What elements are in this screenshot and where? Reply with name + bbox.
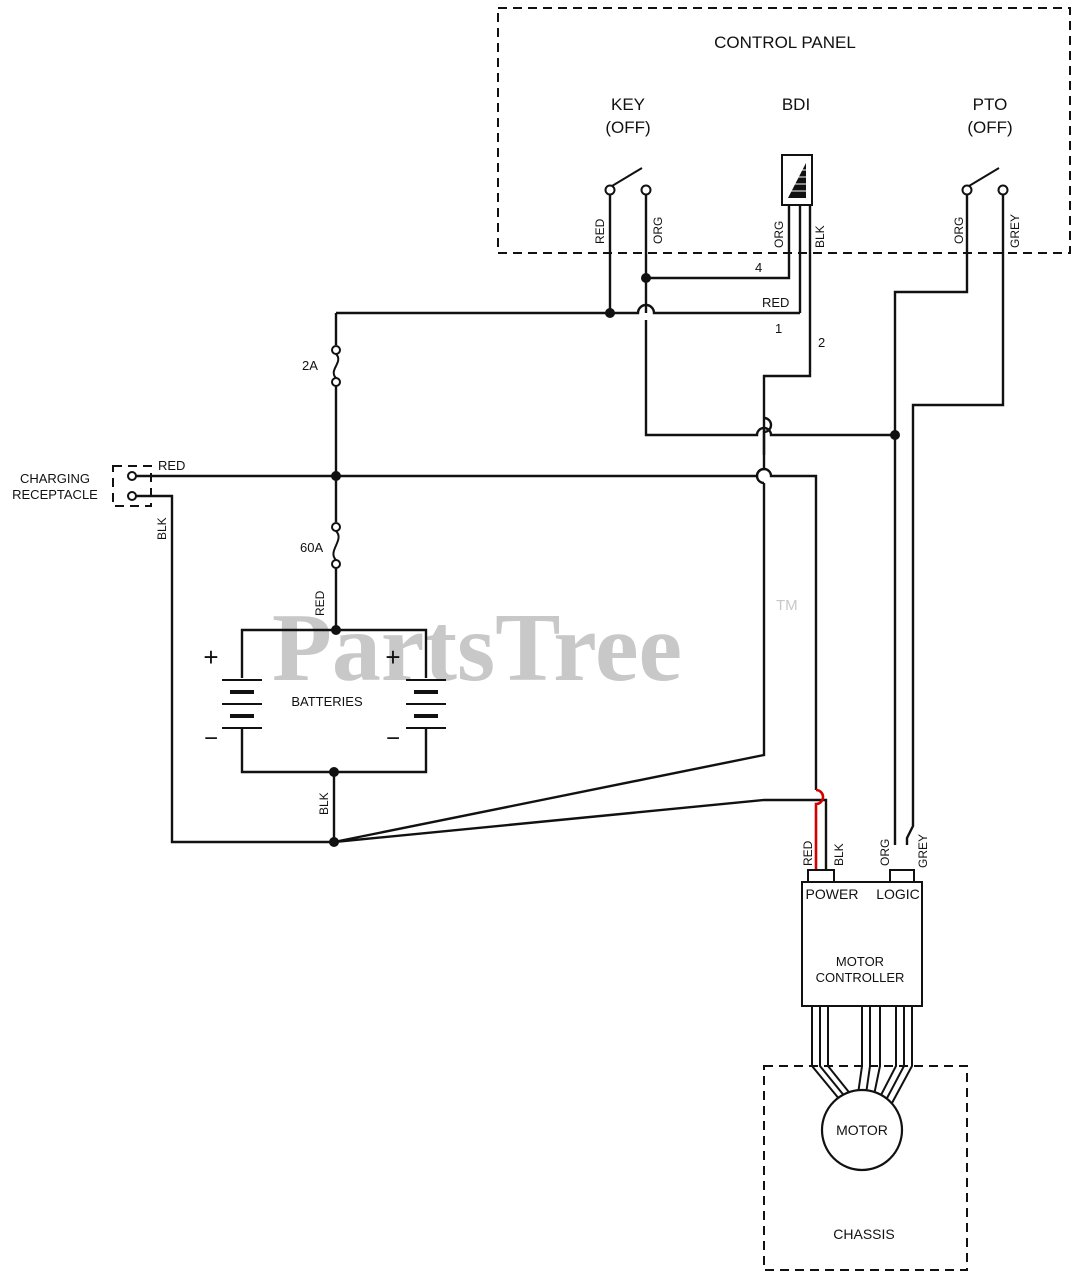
pto-grey-wire (905, 195, 1005, 845)
bdi-wire-2 (762, 205, 812, 425)
logic-connector (889, 869, 915, 883)
wire-label-bdi-org: ORG (772, 221, 786, 248)
junction-key-red (605, 308, 615, 318)
wire-label-bdi-blk: BLK (813, 225, 827, 248)
fuse-60a-icon (331, 522, 341, 569)
charging-label-line1: CHARGING (20, 471, 90, 486)
wire-label-ctrl-blk: BLK (832, 843, 846, 866)
watermark-tm: TM (776, 597, 798, 614)
fuse-60a-label: 60A (300, 540, 323, 555)
ctrl-red-wire (814, 788, 825, 870)
motor-controller-line1: MOTOR (836, 954, 884, 969)
wire-label-ctrl-red: RED (801, 840, 815, 866)
wire-label-charge-red: RED (158, 458, 185, 473)
power-connector (807, 869, 835, 883)
key-title: KEY (611, 95, 645, 114)
key-switch-icon (604, 167, 652, 196)
wire-number-4: 4 (755, 260, 762, 275)
wire-label-ctrl-grey: GREY (916, 834, 930, 868)
motor-controller-box (801, 881, 923, 1007)
control-panel-box (497, 7, 1071, 254)
wire-label-charge-blk: BLK (155, 517, 169, 540)
wire-label-fuse-red: RED (313, 590, 327, 616)
battery-right-plus: + (385, 642, 400, 672)
power-label: POWER (806, 886, 859, 902)
charging-label-line2: RECEPTACLE (12, 487, 98, 502)
junction-battery-positive (331, 625, 341, 635)
bdi-wire-4 (646, 205, 791, 280)
pto-org-wire (893, 195, 969, 845)
wire-label-batt-blk: BLK (317, 792, 331, 815)
pto-title: PTO (973, 95, 1008, 114)
motor-icon (820, 1088, 904, 1172)
wire-label-pto-grey: GREY (1008, 214, 1022, 248)
battery-right-icon (406, 679, 446, 729)
logic-label: LOGIC (876, 886, 920, 902)
wire-label-pto-org: ORG (952, 217, 966, 244)
batteries-label: BATTERIES (291, 694, 363, 709)
key-state: (OFF) (605, 118, 650, 137)
chassis-box (763, 1065, 968, 1271)
wire-number-2: 2 (818, 335, 825, 350)
junction-ground (329, 837, 339, 847)
motor-controller-line2: CONTROLLER (816, 970, 905, 985)
wire-label-key-red: RED (593, 218, 607, 244)
battery-left-icon (222, 679, 262, 729)
battery-left-plus: + (203, 642, 218, 672)
motor-leads (811, 1006, 913, 1104)
battery-left-minus: − (204, 725, 218, 752)
watermark-text: PartsTree (272, 594, 682, 702)
wire-number-1: 1 (775, 321, 782, 336)
chassis-label: CHASSIS (833, 1226, 894, 1242)
pto-state: (OFF) (967, 118, 1012, 137)
pto-switch-icon (961, 167, 1009, 196)
wire-label-bus-red: RED (762, 295, 789, 310)
battery-right-minus: − (386, 725, 400, 752)
charging-receptacle-icon (127, 471, 137, 501)
bdi-title: BDI (782, 95, 810, 114)
bdi-meter-icon (781, 154, 813, 206)
charge-blk-wire (136, 494, 334, 844)
motor-label: MOTOR (836, 1122, 888, 1138)
wire-label-ctrl-org: ORG (878, 839, 892, 866)
fuse-2a-label: 2A (302, 358, 318, 373)
fuse-2a-icon (331, 345, 341, 387)
wire-label-key-org: ORG (651, 217, 665, 244)
control-panel-title: CONTROL PANEL (714, 33, 856, 52)
red-bus-wire (336, 303, 800, 315)
charging-receptacle-box (112, 465, 152, 507)
ctrl-blk-wire (333, 798, 828, 870)
